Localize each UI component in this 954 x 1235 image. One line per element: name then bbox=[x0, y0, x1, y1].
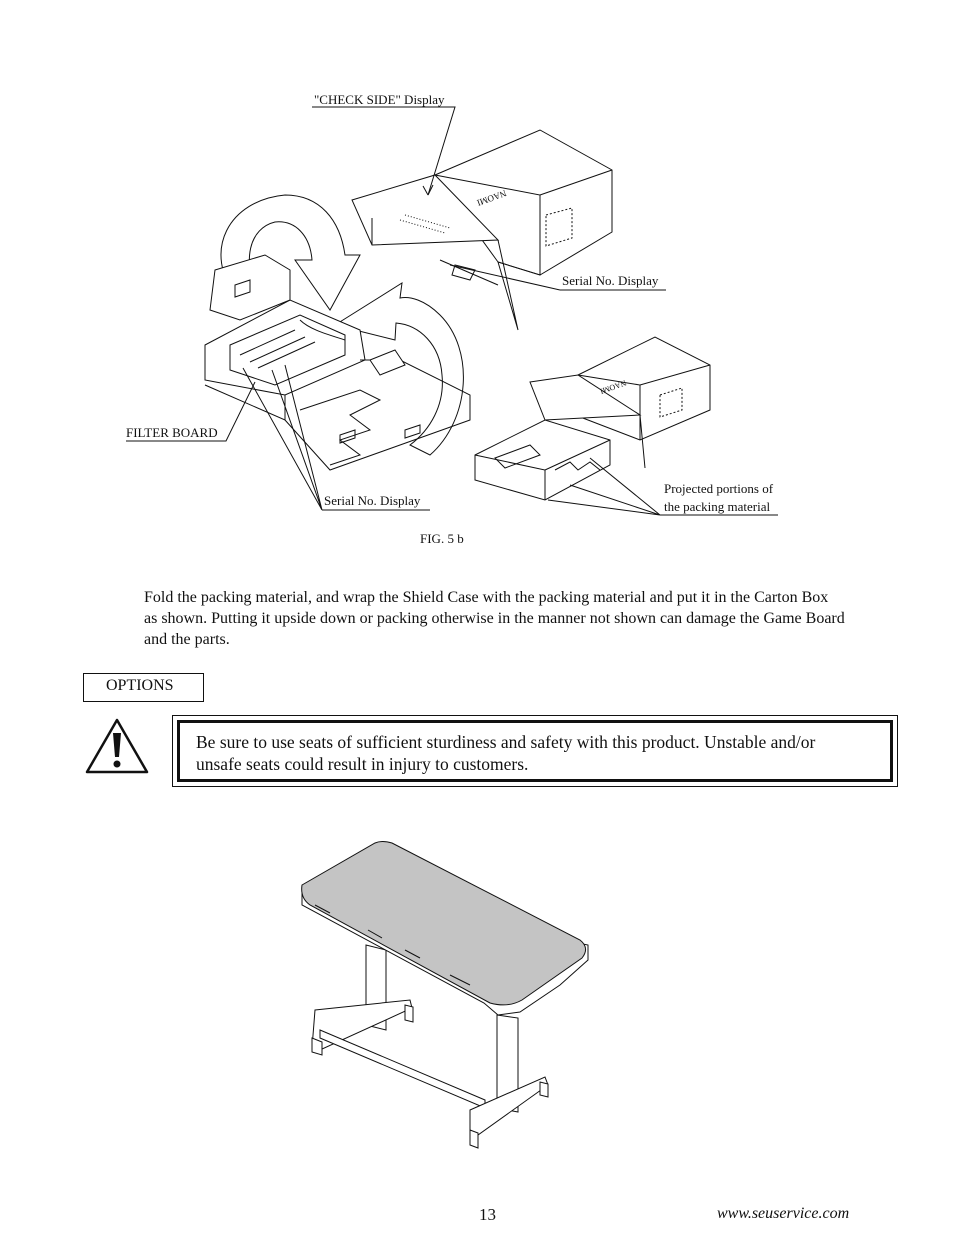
instructions-line-1: Fold the packing material, and wrap the … bbox=[144, 589, 829, 606]
instructions-line-3: and the parts. bbox=[144, 631, 230, 648]
check-side-label: "CHECK SIDE" Display bbox=[314, 92, 445, 107]
bench-illustration bbox=[301, 841, 589, 1149]
options-heading-box: OPTIONS bbox=[83, 673, 204, 702]
page-number: 13 bbox=[479, 1205, 496, 1224]
fold-arrow-center bbox=[333, 282, 464, 456]
leader-serial-top bbox=[449, 264, 666, 291]
projected-label-line1: Projected portions of bbox=[664, 481, 774, 496]
leader-projected bbox=[547, 457, 778, 516]
bench-figure bbox=[0, 820, 954, 1160]
fold-arrow-top bbox=[220, 194, 361, 311]
warning-line-1: Be sure to use seats of sufficient sturd… bbox=[196, 732, 816, 752]
warning-box-inner: Be sure to use seats of sufficient sturd… bbox=[177, 720, 893, 782]
serial-label-top: Serial No. Display bbox=[562, 273, 659, 288]
instructions-line-2: as shown. Putting it upside down or pack… bbox=[144, 610, 845, 627]
packing-diagram: NAOMI bbox=[126, 106, 778, 516]
filter-board-label: FILTER BOARD bbox=[126, 425, 218, 440]
leader-serial-bottom bbox=[242, 364, 430, 511]
serial-label-bottom: Serial No. Display bbox=[324, 493, 421, 508]
warning-text: Be sure to use seats of sufficient sturd… bbox=[196, 731, 815, 775]
projected-label-line2: the packing material bbox=[664, 499, 771, 514]
leader-check-side bbox=[312, 106, 456, 196]
instructions-paragraph: Fold the packing material, and wrap the … bbox=[144, 587, 924, 650]
warning-icon bbox=[84, 717, 150, 775]
leader-filter-board bbox=[126, 381, 256, 442]
warning-line-2: unsafe seats could result in injury to c… bbox=[196, 754, 529, 774]
carton-box-large: NAOMI bbox=[351, 129, 613, 331]
options-heading: OPTIONS bbox=[106, 677, 174, 694]
carton-box-small: NAOMI bbox=[474, 336, 711, 501]
figure-caption: FIG. 5 b bbox=[420, 531, 464, 546]
website-link[interactable]: www.seuservice.com bbox=[717, 1205, 850, 1222]
warning-box-outer: Be sure to use seats of sufficient sturd… bbox=[172, 715, 898, 787]
